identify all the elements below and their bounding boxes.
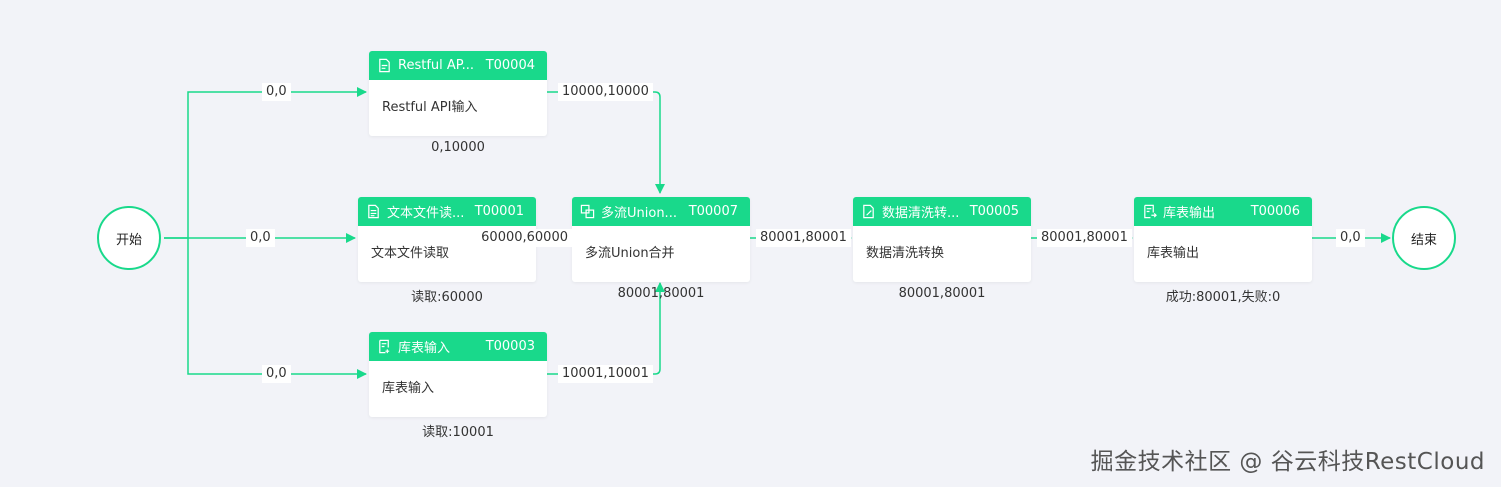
node-name: 数据清洗转...	[882, 206, 960, 221]
node-text-file-read[interactable]: 文本文件读... T00001 文本文件读取	[358, 197, 536, 282]
edge-start-table	[187, 238, 367, 379]
start-node[interactable]: 开始	[97, 206, 161, 270]
edge-label-union-clean: 80001,80001	[756, 229, 851, 247]
node-name: 多流Union...	[601, 206, 677, 221]
node-header: 多流Union... T00007	[572, 197, 750, 226]
node-table-output[interactable]: 库表输出 T00006 库表输出	[1134, 197, 1312, 282]
node-description: 库表输出	[1147, 246, 1200, 261]
table-input-icon	[379, 339, 390, 354]
edge-table-union	[546, 282, 665, 375]
start-label: 开始	[115, 232, 142, 248]
node-header: 文本文件读... T00001	[358, 197, 536, 226]
node-stat-table-output: 成功:80001,失败:0	[1165, 290, 1281, 305]
edge-label-start-text: 0,0	[246, 229, 275, 247]
edge-label-restful-union: 10000,10000	[558, 83, 653, 101]
node-code: T00001	[474, 204, 524, 219]
node-stat-text: 读取:60000	[411, 290, 483, 305]
node-description: 文本文件读取	[371, 246, 450, 261]
node-description: 库表输入	[382, 381, 435, 396]
node-name: 文本文件读...	[387, 206, 465, 221]
node-description: Restful API输入	[382, 100, 478, 115]
node-code: T00005	[969, 204, 1019, 219]
edge-label-clean-out: 80001,80001	[1037, 229, 1132, 247]
node-description: 多流Union合并	[585, 246, 675, 261]
edge-start-restful	[164, 87, 367, 239]
node-table-input[interactable]: 库表输入 T00003 库表输入	[369, 332, 547, 417]
node-stat-clean: 80001,80001	[898, 286, 986, 301]
node-code: T00004	[485, 58, 535, 73]
edge-label-start-restful: 0,0	[262, 83, 291, 101]
clean-icon	[863, 204, 874, 219]
node-stat-restful: 0,10000	[431, 140, 485, 155]
node-header: 库表输出 T00006	[1134, 197, 1312, 226]
node-stat-table-input: 读取:10001	[422, 425, 494, 440]
node-name: 库表输入	[398, 341, 451, 356]
end-label: 结束	[1410, 232, 1437, 248]
edge-restful-union	[546, 91, 665, 194]
node-header: Restful AP... T00004	[369, 51, 547, 80]
api-input-icon	[379, 58, 390, 73]
node-code: T00007	[688, 204, 738, 219]
table-output-icon	[1144, 204, 1157, 219]
node-name: Restful AP...	[398, 58, 474, 73]
edge-label-start-table: 0,0	[262, 365, 291, 383]
node-multi-union[interactable]: 多流Union... T00007 多流Union合并	[572, 197, 750, 282]
union-icon	[580, 204, 595, 219]
edge-label-out-end: 0,0	[1336, 229, 1365, 247]
file-read-icon	[368, 204, 379, 219]
node-description: 数据清洗转换	[866, 246, 945, 261]
edge-label-text-union: 60000,60000	[477, 229, 572, 247]
node-code: T00006	[1250, 204, 1300, 219]
edge-label-text-union-clip: 60000,60000	[477, 229, 572, 247]
edge-label-table-union: 10001,10001	[558, 365, 653, 383]
node-name: 库表输出	[1163, 206, 1216, 221]
end-node[interactable]: 结束	[1392, 206, 1456, 270]
node-header: 库表输入 T00003	[369, 332, 547, 361]
watermark: 掘金技术社区 @ 谷云科技RestCloud	[1090, 449, 1485, 475]
node-restful-api-input[interactable]: Restful AP... T00004 Restful API输入	[369, 51, 547, 136]
node-stat-union: 80001,80001	[617, 286, 705, 301]
node-code: T00003	[485, 339, 535, 354]
node-data-clean[interactable]: 数据清洗转... T00005 数据清洗转换	[853, 197, 1031, 282]
node-header: 数据清洗转... T00005	[853, 197, 1031, 226]
